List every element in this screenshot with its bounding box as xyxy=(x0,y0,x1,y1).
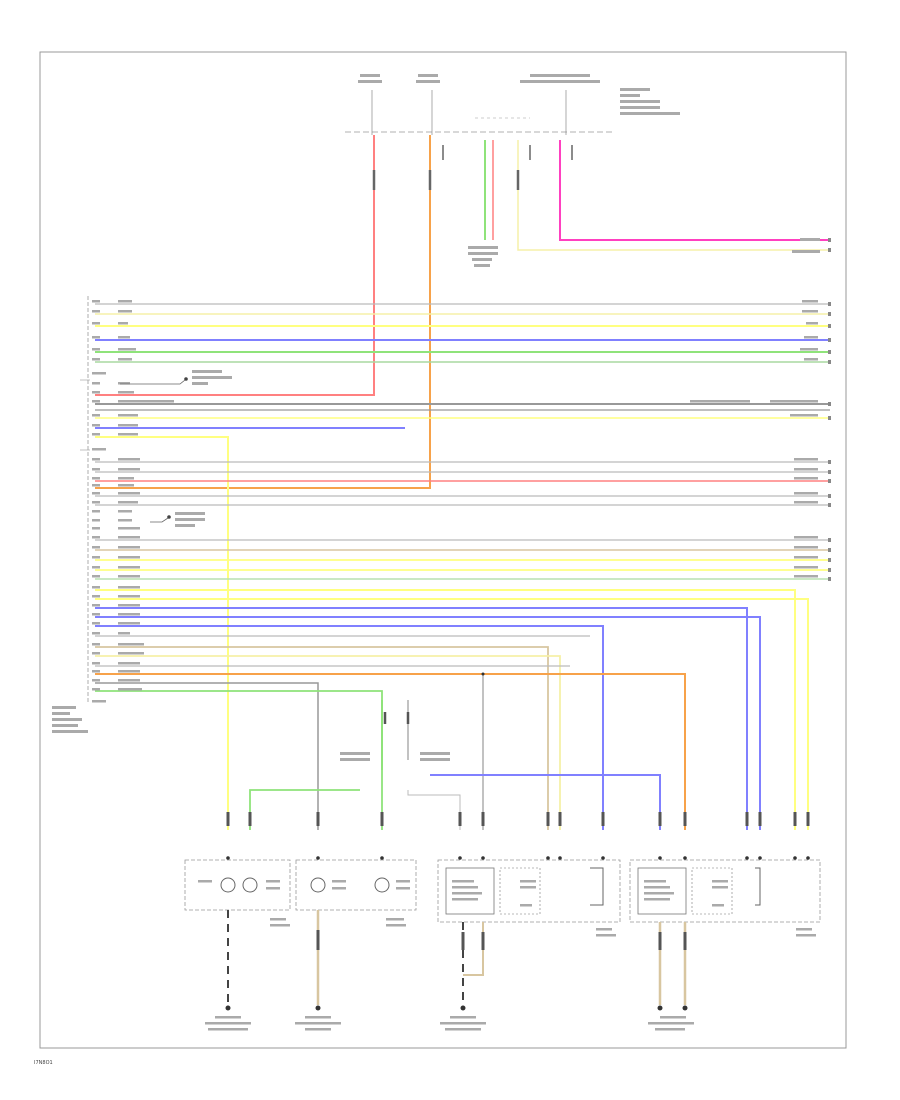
harness-wires xyxy=(95,303,830,830)
bulb-icon xyxy=(242,877,258,893)
ground-point-icon xyxy=(225,1005,231,1011)
bulb-icon xyxy=(310,877,326,893)
module-label xyxy=(52,706,88,733)
right-headlight-module xyxy=(629,859,821,937)
fuse-feed-wires xyxy=(95,135,830,489)
wire-labels xyxy=(92,300,818,703)
ground-point-icon xyxy=(657,1005,663,1011)
left-lamp-assembly xyxy=(184,859,291,927)
control-module-bracket xyxy=(52,296,90,733)
ground-wires xyxy=(227,910,687,1005)
right-lamp-assembly xyxy=(295,859,417,927)
ground-point-icon xyxy=(460,1005,466,1011)
splice-callouts xyxy=(120,370,232,527)
bulb-icon xyxy=(374,877,390,893)
fuse-box-label-group xyxy=(358,74,680,115)
bulb-icon xyxy=(220,877,236,893)
diagram-frame xyxy=(39,51,847,1049)
wire-red-feed xyxy=(95,135,375,396)
junction-dots xyxy=(226,672,810,860)
center-splice xyxy=(249,700,661,830)
left-headlight-module xyxy=(437,859,621,937)
wire-orange-feed xyxy=(95,135,431,489)
right-edge-terminals xyxy=(828,238,831,581)
ground-point-icon xyxy=(315,1005,321,1011)
connector-stubs xyxy=(226,812,810,826)
ground-point-icon xyxy=(682,1005,688,1011)
wire-magenta xyxy=(559,140,830,241)
diagram-code: I7N8O1 xyxy=(34,1060,53,1066)
splice-label xyxy=(468,246,498,267)
label-right-magenta xyxy=(792,238,820,253)
ground-points xyxy=(205,1005,694,1031)
fuse-box-top xyxy=(345,74,680,135)
